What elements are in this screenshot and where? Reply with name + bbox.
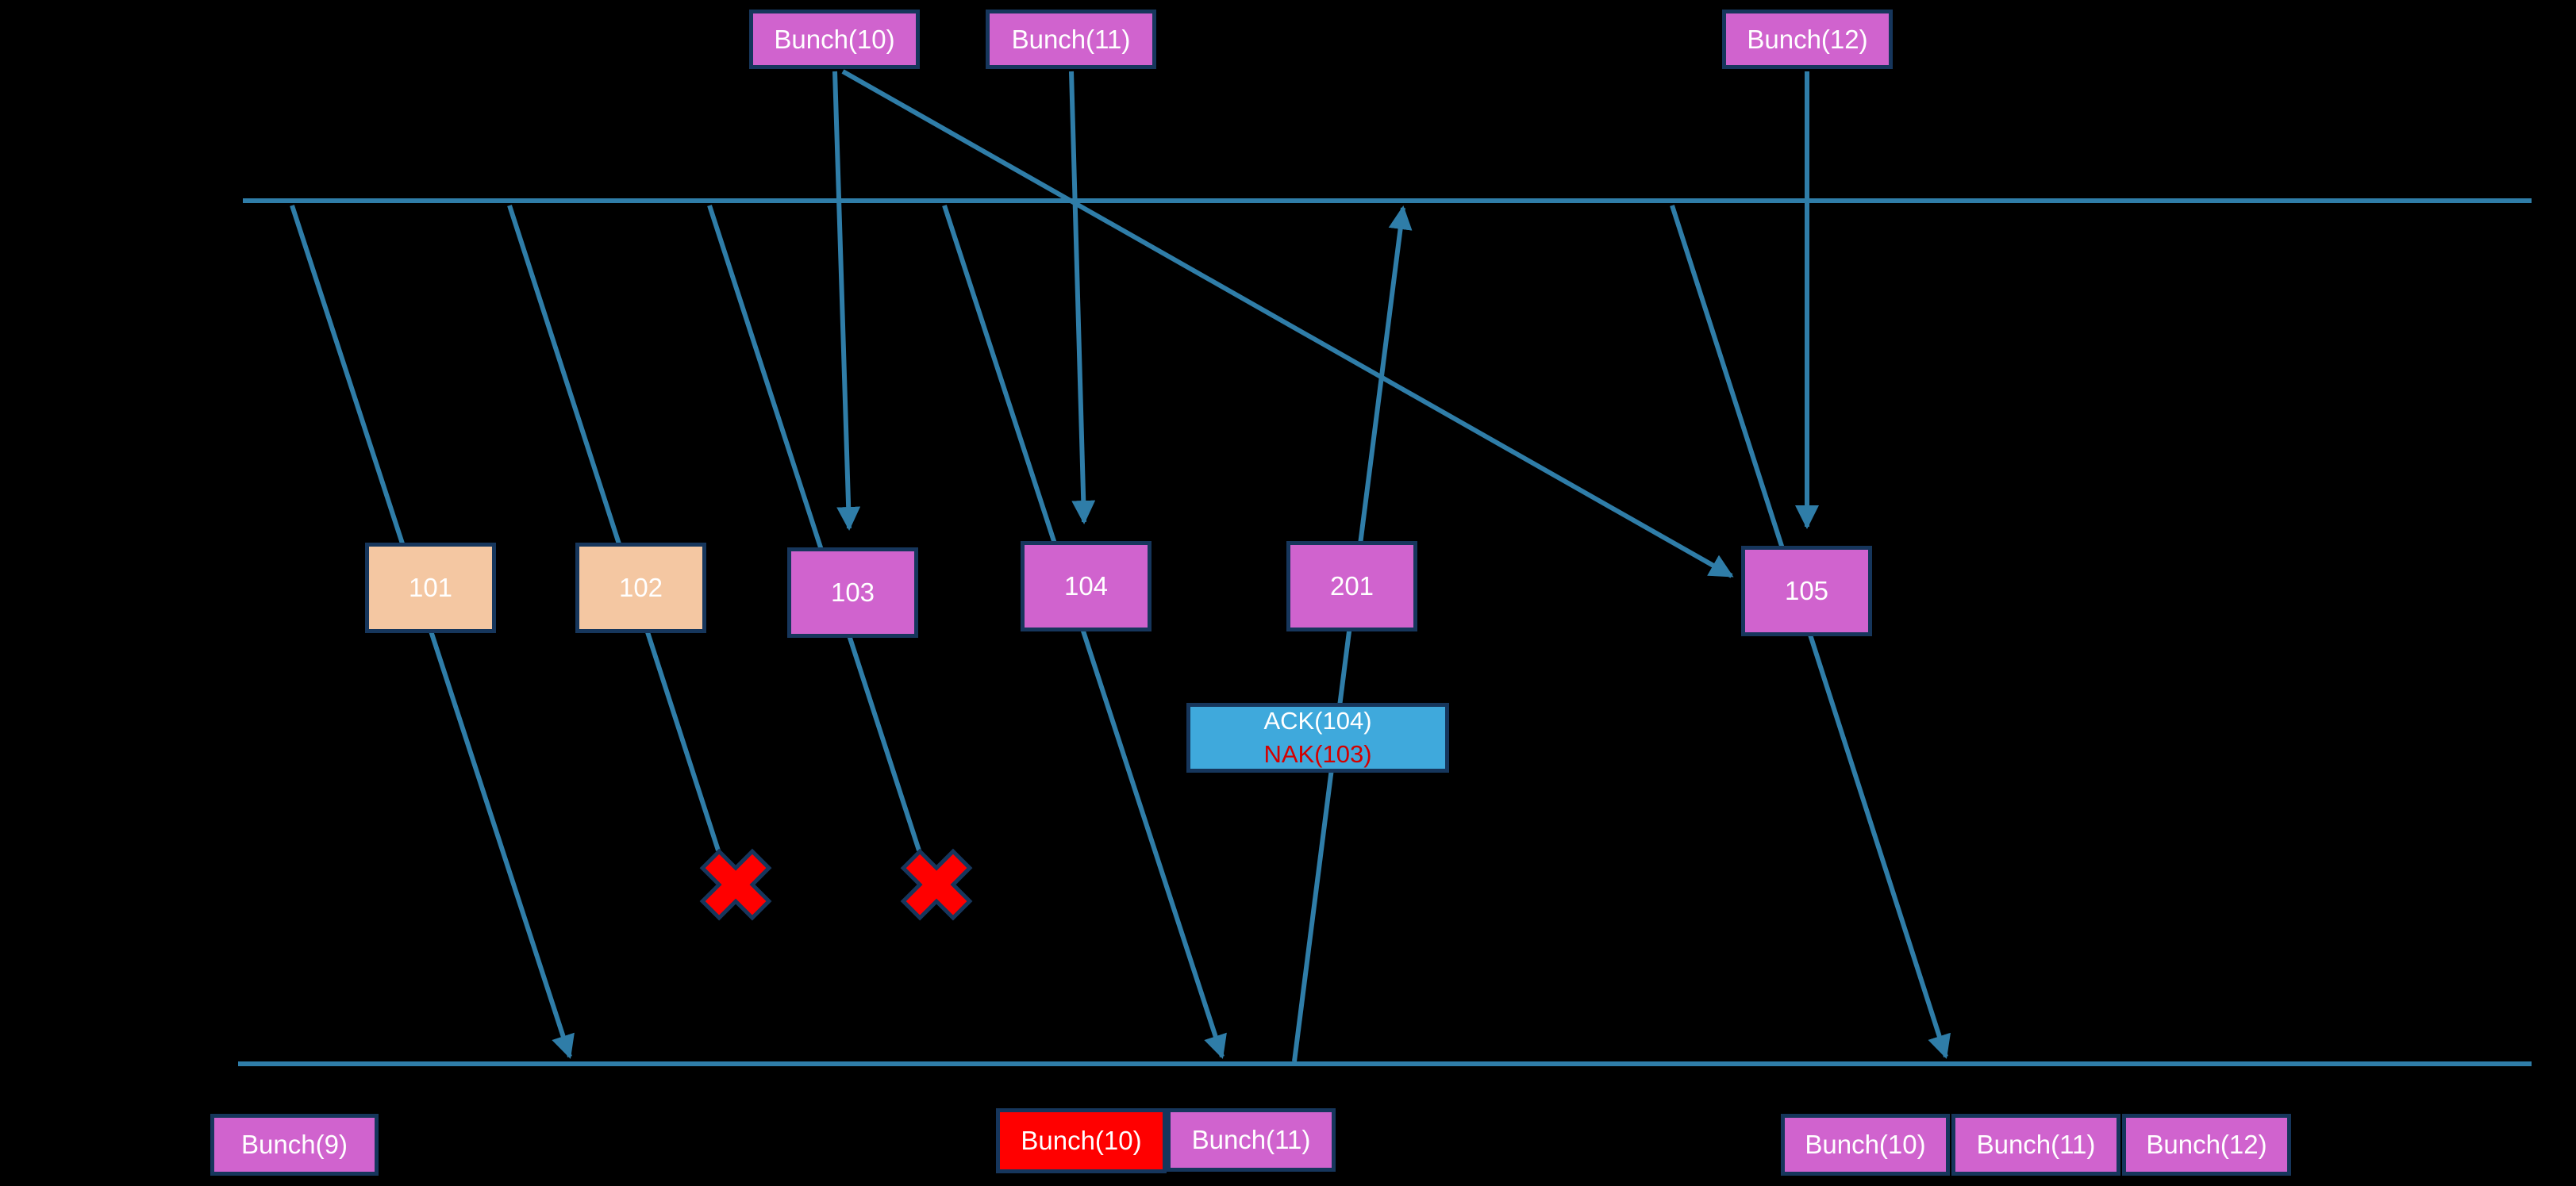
receiver-bunch-10-error: Bunch(10) xyxy=(996,1108,1167,1173)
sender-bunch-11: Bunch(11) xyxy=(986,10,1156,69)
packet-103: 103 xyxy=(787,547,918,638)
receiver-bunch-12: Bunch(12) xyxy=(2122,1114,2291,1176)
sender-bunch-12: Bunch(12) xyxy=(1722,10,1893,69)
lost-packet-x-icon: ✖ xyxy=(698,834,774,940)
ack-nak-box: ACK(104) NAK(103) xyxy=(1186,703,1449,773)
sender-bunch-10: Bunch(10) xyxy=(749,10,920,69)
receiver-bunch-11-mid: Bunch(11) xyxy=(1167,1108,1336,1172)
packet-105: 105 xyxy=(1741,546,1872,636)
arrow-packet-102-lost xyxy=(507,205,721,851)
arrow-bunch11-to-packet104 xyxy=(1069,71,1096,524)
packet-101: 101 xyxy=(365,543,496,633)
receiver-bunch-9: Bunch(9) xyxy=(210,1114,379,1176)
packet-104: 104 xyxy=(1021,541,1152,631)
arrow-bunch10-retransmit-to-packet105 xyxy=(841,69,1734,578)
arrow-packet-103-lost xyxy=(707,205,921,851)
arrow-ack-nak-201 xyxy=(1292,205,1413,1062)
lost-packet-x-icon: ✖ xyxy=(898,834,975,940)
packet-102: 102 xyxy=(575,543,706,633)
receiver-bunch-10: Bunch(10) xyxy=(1781,1114,1950,1176)
ack-text: ACK(104) xyxy=(1263,707,1372,735)
receiver-bunch-11: Bunch(11) xyxy=(1951,1114,2120,1176)
packet-201: 201 xyxy=(1286,541,1417,631)
nak-text: NAK(103) xyxy=(1263,740,1372,768)
arrow-bunch10-to-packet103 xyxy=(832,71,861,531)
